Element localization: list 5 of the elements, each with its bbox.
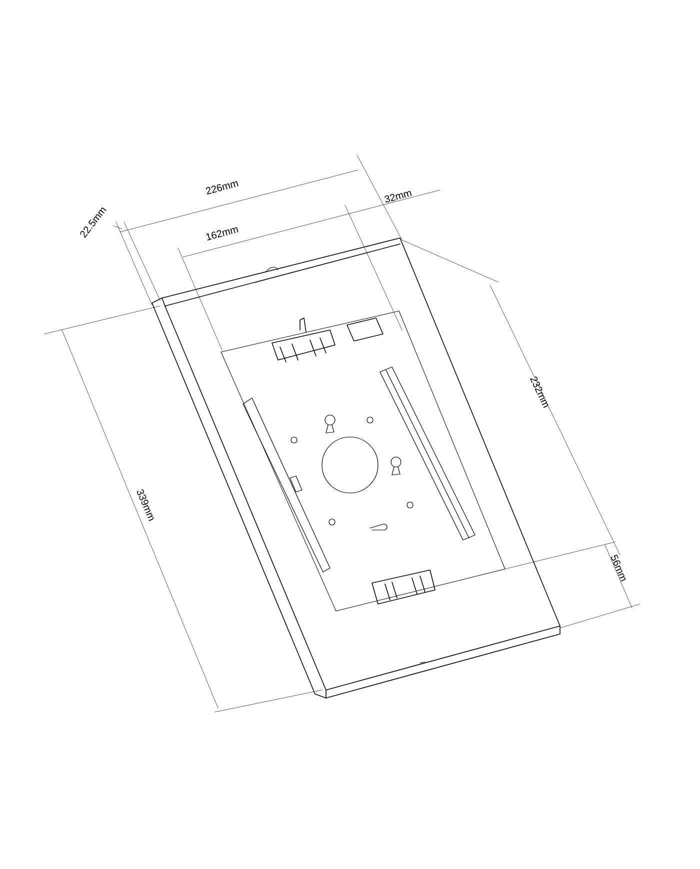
- dimension-label: 226mm: [206, 181, 238, 195]
- dimension-label: 32mm: [384, 191, 412, 202]
- dimension-label: 162mm: [206, 227, 238, 240]
- dimension-label: 56mm: [611, 554, 626, 582]
- dimension-label: 339mm: [137, 489, 154, 522]
